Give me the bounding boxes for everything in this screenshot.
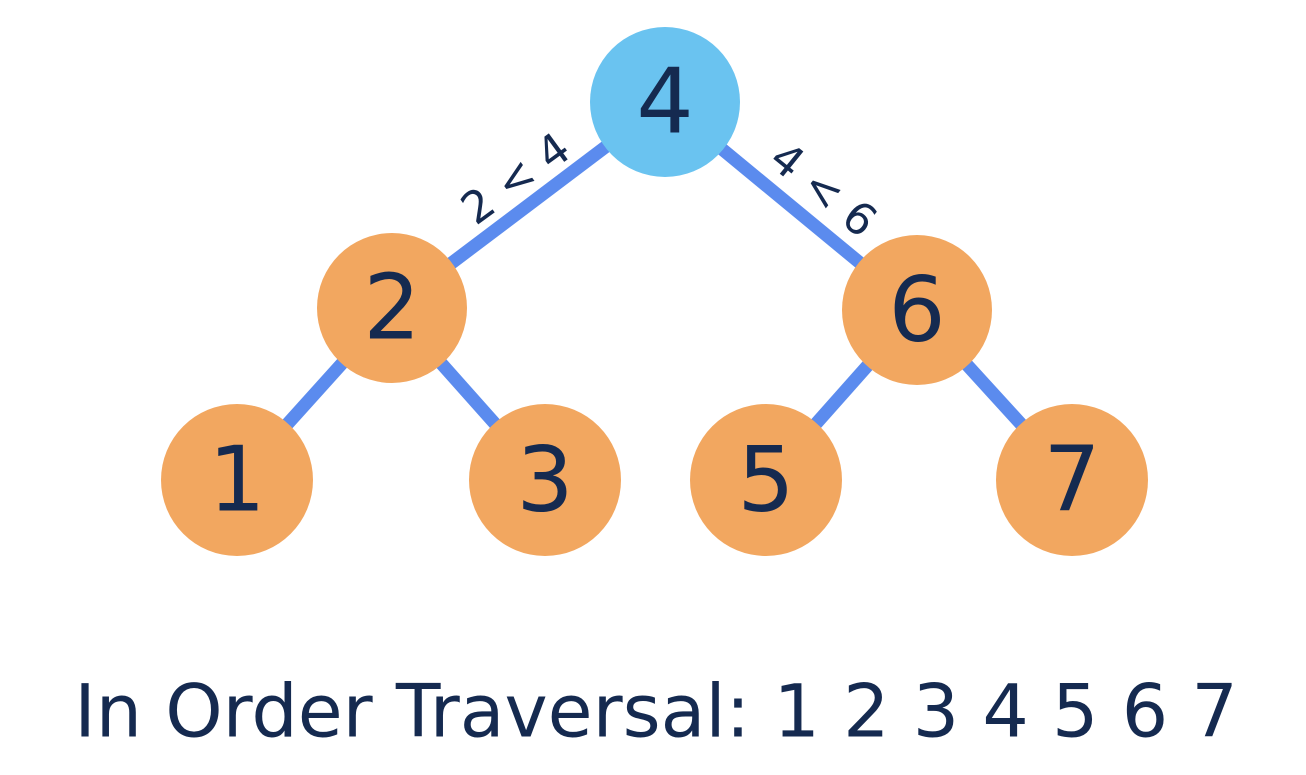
node-circle-3 [469,404,621,556]
in-order-traversal-caption: In Order Traversal: 1 2 3 4 5 6 7 [74,670,1238,755]
node-circle-7 [996,404,1148,556]
node-value-4: 4 [636,50,693,155]
node-value-2: 2 [363,256,420,361]
node-circle-2 [317,233,467,383]
node-circle-6 [842,235,992,385]
node-value-5: 5 [737,428,794,533]
node-value-1: 1 [208,428,265,533]
node-value-7: 7 [1043,428,1100,533]
tree-node-4: 4 [590,27,740,177]
node-circle-1 [161,404,313,556]
tree-node-7: 7 [996,404,1148,556]
tree-node-5: 5 [690,404,842,556]
node-circle-5 [690,404,842,556]
node-circle-4 [590,27,740,177]
tree-node-1: 1 [161,404,313,556]
tree-node-6: 6 [842,235,992,385]
tree-node-2: 2 [317,233,467,383]
tree-node-3: 3 [469,404,621,556]
node-value-6: 6 [888,258,945,363]
node-value-3: 3 [516,428,573,533]
